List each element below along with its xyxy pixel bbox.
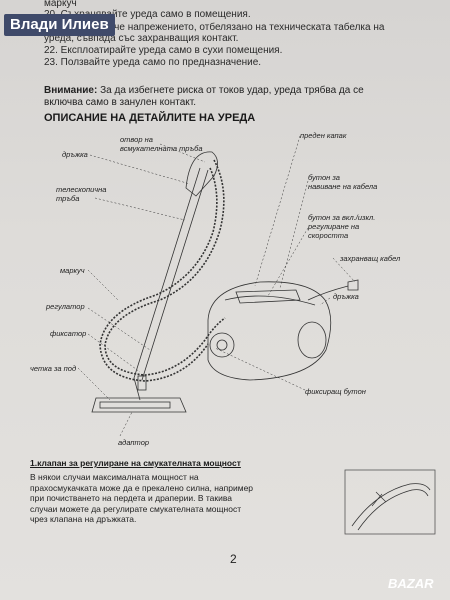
instruction-line: уреда, съвпада със захранващия контакт. xyxy=(44,33,239,44)
power-cable-drawing xyxy=(307,279,359,301)
label-suction-opening-line-1: отвор на xyxy=(120,135,153,144)
page-number: 2 xyxy=(230,552,237,566)
subsection-line: случаи можете да регулирате смукателната… xyxy=(30,503,242,514)
label-power-button-line-1: бутон за вкл./изкл. xyxy=(308,213,376,222)
label-telescopic-tube: телескопична тръба xyxy=(56,185,106,203)
bazar-logo: BAZAR xyxy=(386,573,442,593)
label-hose: маркуч xyxy=(60,266,85,275)
warning-label: Внимание: xyxy=(44,85,98,96)
subsection-line: при почистването на пердета и драперии. … xyxy=(30,493,232,503)
warning-text-1: За да избегнете риска от токов удар, уре… xyxy=(97,85,364,96)
label-floor-brush: четка за под xyxy=(30,364,77,373)
label-front-cover: преден капак xyxy=(300,131,347,140)
label-suction-opening-line-2: всмукателната тръба xyxy=(120,144,203,153)
section-heading: ОПИСАНИЕ НА ДЕТАЙЛИТЕ НА УРЕДА xyxy=(44,112,256,124)
bazar-logo-icon: BAZAR xyxy=(388,576,434,591)
svg-text:BAZAR: BAZAR xyxy=(388,576,434,591)
label-fixer: фиксатор xyxy=(50,329,87,338)
label-power-button-line-2: регулиране на xyxy=(308,222,360,231)
handle-drawing xyxy=(185,151,218,197)
label-handle: дръжка xyxy=(62,150,88,159)
label-cable-button-line-2: навиване на кабела xyxy=(308,182,378,191)
hose-drawing xyxy=(104,159,226,376)
label-adapter: адаптор xyxy=(118,438,150,447)
warning-note: Внимание: За да избегнете риска от токов… xyxy=(44,85,404,109)
label-cable-button: бутон за навиване на кабела xyxy=(308,173,377,191)
subsection-line: В някои случаи максималната мощност на xyxy=(30,472,199,482)
subsection-body: В някои случаи максималната мощност на п… xyxy=(30,472,342,525)
instruction-line: 20. Съхранявайте уреда само в помещения. xyxy=(44,9,251,20)
valve-illustration xyxy=(344,469,436,535)
label-lock-button: фиксиращ бутон xyxy=(305,387,366,396)
label-cable-button-line-1: бутон за xyxy=(308,173,340,182)
instruction-line: маркуч xyxy=(44,0,77,9)
subsection-line: чрез клапана на дръжката. xyxy=(30,514,137,524)
label-telescopic-line-1: телескопична xyxy=(56,185,107,194)
subsection-line: прахосмукачката може да е прекалено силн… xyxy=(30,482,254,493)
floor-brush-drawing xyxy=(91,377,187,413)
label-power-button-line-3: скоростта xyxy=(308,231,349,240)
label-body-handle: дръжка xyxy=(333,292,359,301)
warning-text-2: включва само в занулен контакт. xyxy=(44,97,197,108)
label-power-cable: захранващ кабел xyxy=(340,254,401,263)
vacuum-body-drawing xyxy=(207,281,332,381)
label-suction-opening: отвор на всмукателната тръба xyxy=(120,135,203,153)
subsection-title: 1.клапан за регулиране на смукателната м… xyxy=(30,458,241,468)
label-regulator: регулатор xyxy=(46,302,85,311)
instruction-line: 21. Уверете се че напрежението, отбеляза… xyxy=(44,22,385,33)
instruction-line: 22. Експлоатирайте уреда само в сухи пом… xyxy=(44,45,283,56)
label-power-button: бутон за вкл./изкл. регулиране на скорос… xyxy=(308,213,375,240)
instruction-line: 23. Ползвайте уреда само по предназначен… xyxy=(44,57,262,68)
label-telescopic-line-2: тръба xyxy=(56,194,80,203)
seller-watermark: Влади Илиев xyxy=(4,14,115,36)
telescopic-tube-drawing xyxy=(133,167,209,381)
